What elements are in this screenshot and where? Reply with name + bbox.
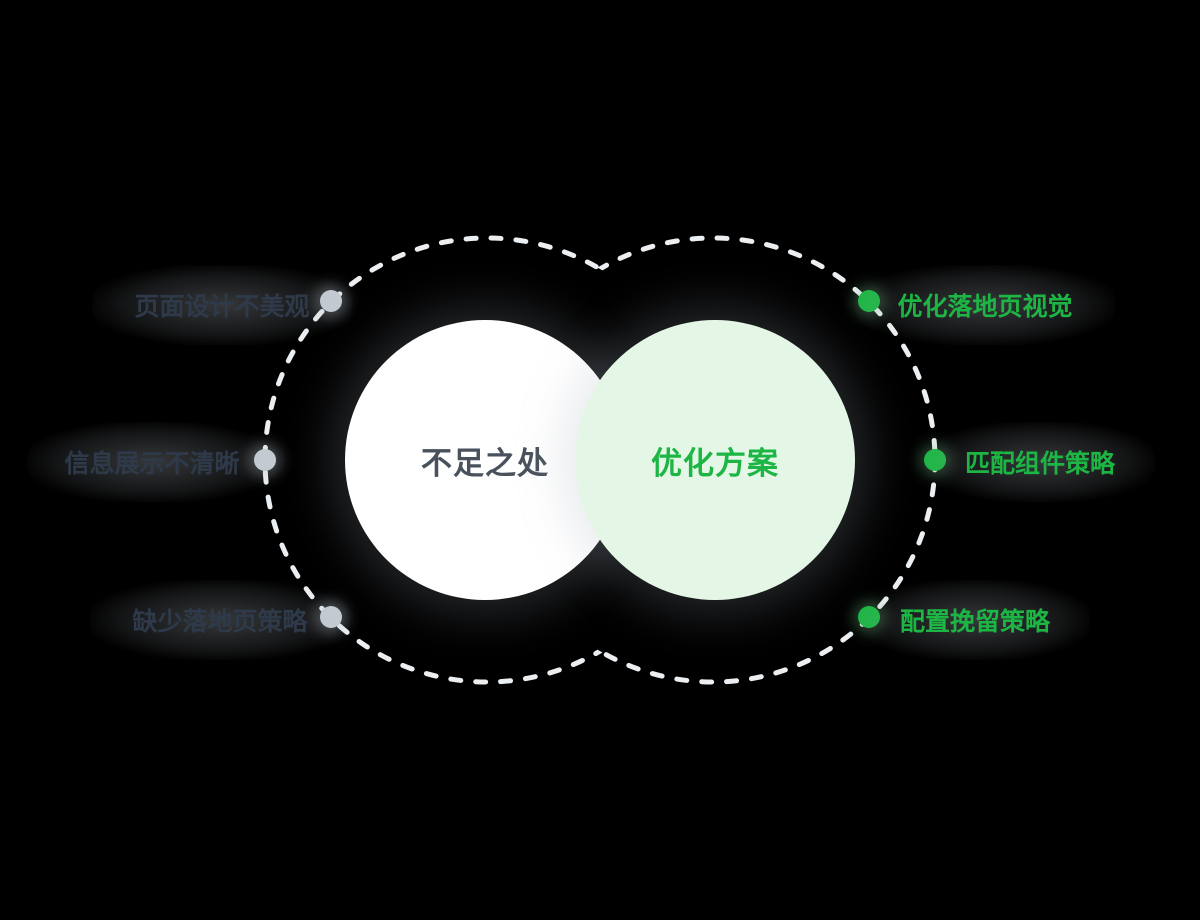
- left-item-label: 页面设计不美观: [134, 293, 310, 321]
- left-item-page-design: 页面设计不美观: [92, 265, 352, 345]
- gray-connector-dot: [254, 449, 276, 471]
- left-item-landing-strategy: 缺少落地页策略: [90, 580, 350, 660]
- right-item-label: 配置挽留策略: [899, 608, 1050, 636]
- right-item-label: 匹配组件策略: [964, 450, 1115, 478]
- left-item-info-display: 信息展示不清晰: [27, 422, 277, 502]
- green-connector-dot: [858, 606, 880, 628]
- optimization-circle: 优化方案: [575, 320, 855, 600]
- right-item-label: 优化落地页视觉: [897, 293, 1073, 321]
- optimization-circle-label: 优化方案: [651, 445, 779, 481]
- gray-connector-dot: [320, 606, 342, 628]
- green-connector-dot: [924, 449, 946, 471]
- left-item-label: 信息展示不清晰: [64, 450, 240, 478]
- shortcomings-circle-label: 不足之处: [421, 445, 549, 481]
- right-item-landing-visual: 优化落地页视觉: [855, 265, 1115, 345]
- left-item-label: 缺少落地页策略: [132, 608, 308, 636]
- right-item-component-strategy: 匹配组件策略: [925, 422, 1155, 502]
- green-connector-dot: [858, 290, 880, 312]
- right-item-retention-strategy: 配置挽留策略: [860, 580, 1090, 660]
- gray-connector-dot: [320, 290, 342, 312]
